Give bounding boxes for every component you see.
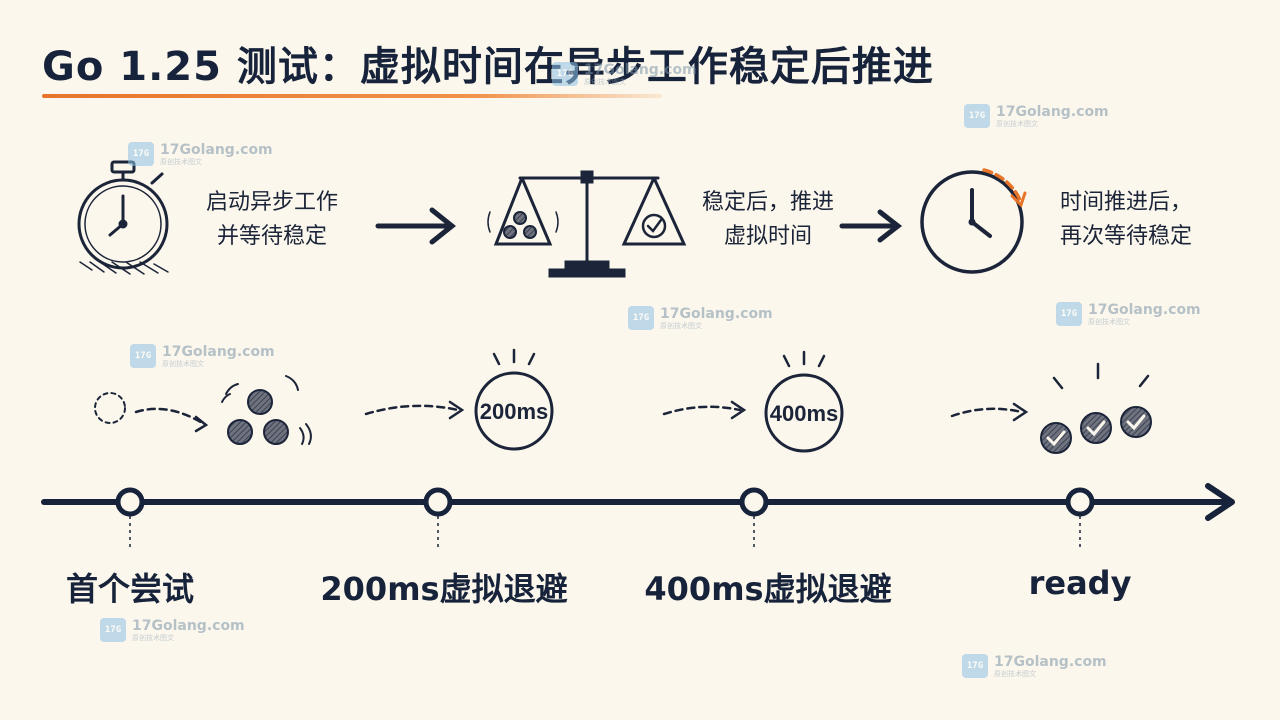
- title-underline: [42, 94, 662, 98]
- timeline: [41, 483, 1235, 548]
- step-line: 虚拟时间: [724, 224, 813, 249]
- timeline-label-200ms: 200ms虚拟退避: [320, 570, 568, 608]
- step-wait-again: 时间推进后， 再次等待稳定: [1060, 186, 1192, 254]
- timeline-label-400ms: 400ms虚拟退避: [644, 570, 892, 608]
- arrow-right-icon: [839, 209, 903, 243]
- step-line: 时间推进后，: [1060, 190, 1193, 215]
- step-line: 启动异步工作: [206, 190, 339, 215]
- dashed-arrow-icon: [662, 400, 747, 420]
- page-title: Go 1.25 测试：虚拟时间在异步工作稳定后推进: [42, 44, 934, 90]
- timeline-label-first-attempt: 首个尝试: [65, 570, 195, 608]
- timeline-label-ready: ready: [1028, 564, 1132, 602]
- arrow-right-icon: [375, 207, 457, 245]
- timeline-node: [739, 487, 769, 517]
- step-advance-time: 稳定后，推进 虚拟时间: [702, 186, 834, 254]
- balance-scale-icon: [487, 170, 687, 278]
- step-line: 并等待稳定: [217, 224, 328, 249]
- ready-checks-icon: [1040, 362, 1152, 454]
- clock-badge-400ms: [764, 350, 844, 453]
- step-start-async: 启动异步工作 并等待稳定: [206, 186, 338, 254]
- timeline-node: [423, 487, 453, 517]
- stopwatch-icon: [77, 160, 169, 275]
- step-line: 再次等待稳定: [1060, 224, 1193, 249]
- clock-badge-label: 200ms: [480, 399, 549, 424]
- clock-badge-label: 400ms: [770, 401, 839, 426]
- step-line: 稳定后，推进: [702, 190, 835, 215]
- dashed-arrow-icon: [364, 400, 465, 420]
- dashed-arrow-icon: [950, 402, 1029, 422]
- timeline-node: [115, 487, 145, 517]
- first-attempt-icon: [94, 375, 312, 445]
- clock-badge-200ms: [474, 348, 554, 451]
- timeline-node: [1065, 487, 1095, 517]
- clock-advance-icon: [920, 168, 1027, 274]
